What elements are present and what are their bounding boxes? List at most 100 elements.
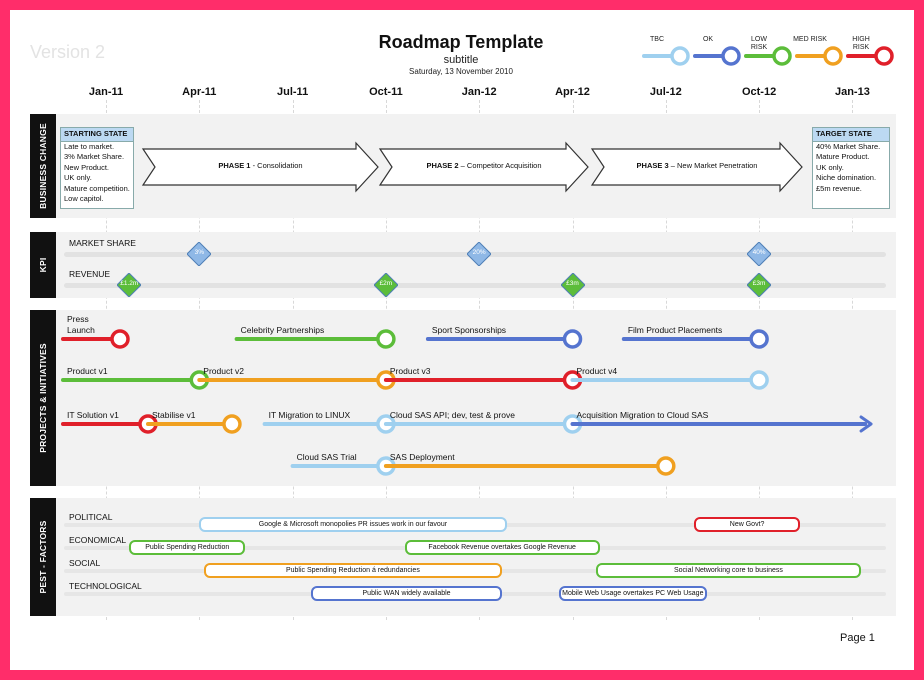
pest-row-label: TECHNOLOGICAL: [69, 581, 142, 591]
page-number: Page 1: [840, 632, 875, 644]
pest-factor-pill: Social Networking core to business: [595, 563, 862, 578]
project-milestone: [110, 329, 130, 349]
state-title: STARTING STATE: [61, 128, 133, 142]
pest-factor-pill: Public Spending Reduction: [129, 540, 246, 555]
phase-name: - Consolidation: [250, 161, 303, 170]
state-title: TARGET STATE: [813, 128, 889, 142]
kpi-marker: 20%: [466, 241, 492, 267]
project-label: Press Launch: [67, 314, 95, 335]
month-label: Apr-12: [555, 86, 590, 98]
project-label: Product v1: [67, 366, 108, 376]
legend-swatches: [642, 46, 894, 66]
kpi-track: [64, 283, 886, 288]
project-label: Celebrity Partnerships: [240, 325, 325, 335]
kpi-value: 20%: [472, 249, 486, 256]
legend-circle: [772, 46, 792, 66]
month-label: Jul-11: [277, 86, 309, 98]
pest-factor-pill: Mobile Web Usage overtakes PC Web Usage: [558, 586, 708, 601]
phase-name: – Competitor Acquisition: [458, 161, 542, 170]
month-label: Oct-11: [369, 86, 403, 98]
state-line: 3% Market Share.: [64, 152, 125, 161]
pest-label: PEST - FACTORS: [30, 498, 56, 616]
phase-number: PHASE 1: [218, 161, 251, 170]
phase-label: PHASE 1 - Consolidation: [143, 161, 378, 170]
month-label: Jul-12: [649, 86, 682, 98]
legend-label: TBC: [650, 36, 664, 43]
project-milestone: [749, 370, 769, 390]
kpi-marker: 40%: [746, 241, 772, 267]
projects-label: PROJECTS & INITIATIVES: [30, 310, 56, 486]
state-line: New Product.: [64, 162, 110, 172]
kpi-value: 40%: [752, 249, 766, 256]
project-milestone: [376, 329, 396, 349]
kpi-marker: £3m: [559, 272, 586, 298]
kpi-marker: £1.2m: [116, 272, 143, 298]
state-line: UK only.: [64, 173, 92, 182]
roadmap-page: Version 2 Roadmap Template subtitle Satu…: [10, 10, 914, 670]
project-label: Sport Sponsorships: [431, 325, 507, 335]
project-label: Cloud SAS API; dev, test & prove: [389, 410, 515, 420]
page-subtitle: subtitle: [443, 54, 479, 66]
phase-name: – New Market Penetration: [668, 161, 758, 170]
phase-arrow: [590, 141, 803, 193]
pest-factor-pill: Public Spending Reduction á redundancies: [203, 563, 502, 578]
project-arrow-head: [859, 415, 873, 433]
month-label: Apr-11: [182, 86, 217, 98]
kpi-marker: £2m: [373, 272, 399, 298]
phase-label: PHASE 2 – Competitor Acquisition: [380, 161, 588, 170]
project-label: Film Product Placements: [627, 325, 723, 335]
legend-label: OK: [702, 36, 714, 43]
kpi-marker: £3m: [746, 272, 772, 298]
legend-label: HIGH RISK: [852, 36, 870, 51]
pest-factor-pill: Google & Microsoft monopolies PR issues …: [199, 517, 507, 532]
project-label: Stabilise v1: [151, 410, 196, 420]
kpi-label: KPI: [30, 232, 56, 298]
project-milestone: [656, 456, 676, 476]
kpi-value: £3m: [752, 280, 766, 287]
state-line: UK only.: [816, 162, 844, 172]
kpi-value: £3m: [566, 280, 579, 287]
state-line: £5m revenue.: [816, 183, 862, 193]
legend-circle: [721, 46, 741, 66]
pest-row-label: ECONOMICAL: [69, 535, 127, 545]
project-label: IT Migration to LINUX: [268, 410, 351, 420]
project-label: SAS Deployment: [389, 452, 455, 462]
state-line: Low capitol.: [64, 194, 104, 203]
pest-factor-pill: New Govt?: [693, 517, 801, 532]
pest-row-label: POLITICAL: [69, 512, 113, 522]
month-label: Jan-11: [88, 86, 124, 98]
state-line: Mature competition.: [64, 183, 130, 193]
legend-circle: [670, 46, 690, 66]
month-label: Jan-13: [834, 86, 870, 98]
phase-number: PHASE 3: [636, 161, 669, 170]
legend-label: MED RISK: [793, 36, 827, 43]
phase-arrows: [141, 141, 803, 193]
project-milestone: [222, 414, 242, 434]
page-date: Saturday, 13 November 2010: [409, 67, 513, 76]
project-label: Acquisition Migration to Cloud SAS: [576, 410, 709, 420]
phase-arrow: [141, 141, 379, 193]
phase-label: PHASE 3 – New Market Penetration: [592, 161, 802, 170]
version-label: Version 2: [30, 42, 106, 62]
project-lines: [61, 329, 873, 476]
pest-factor-pill: Public WAN widely available: [311, 586, 502, 601]
kpi-value: £2m: [379, 280, 393, 287]
month-label: Oct-12: [741, 86, 777, 98]
legend-circle: [874, 46, 894, 66]
month-label: Jan-12: [461, 86, 497, 98]
state-line: Late to market.: [64, 141, 115, 151]
pest-factor-pill: Facebook Revenue overtakes Google Revenu…: [404, 540, 600, 555]
state-line: 40% Market Share.: [816, 141, 881, 151]
kpi-row-label: MARKET SHARE: [69, 238, 136, 248]
state-line: Niche domination.: [816, 173, 877, 182]
business-change-label: BUSINESS CHANGE: [30, 114, 56, 218]
project-label: Product v3: [389, 366, 431, 376]
project-milestone: [562, 329, 583, 349]
project-label: Product v4: [576, 366, 618, 376]
kpi-value: 3%: [194, 249, 204, 256]
project-milestone: [749, 329, 769, 349]
pest-row-label: SOCIAL: [69, 558, 101, 568]
kpi-value: £1.2m: [120, 280, 139, 287]
